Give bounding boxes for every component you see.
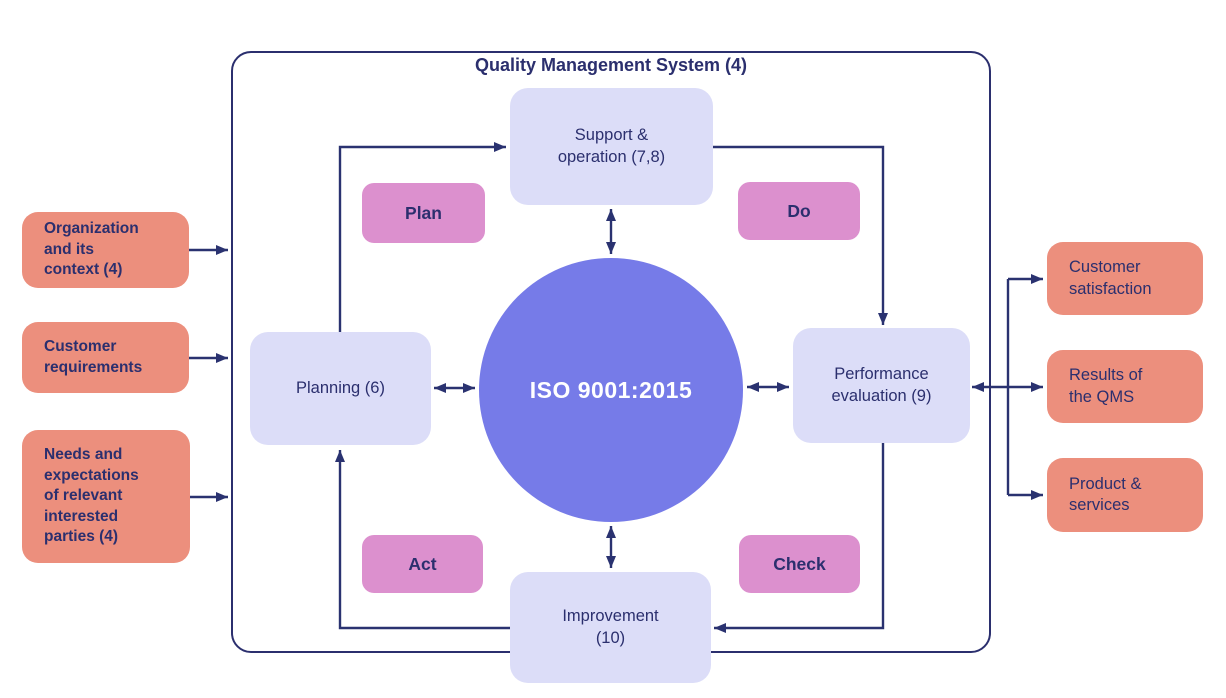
input-interested-parties: Needs and expectations of relevant inter… bbox=[22, 430, 190, 563]
input-customer-requirements: Customer requirements bbox=[22, 322, 189, 393]
arrow-performance-to-improvement bbox=[714, 443, 885, 633]
node-improvement: Improvement (10) bbox=[510, 572, 711, 683]
arrow-improvement-to-planning bbox=[335, 450, 510, 630]
iso-hub-label: ISO 9001:2015 bbox=[529, 376, 693, 403]
iso-hub-circle: ISO 9001:2015 bbox=[479, 258, 743, 522]
output-product-services: Product & services bbox=[1047, 458, 1203, 532]
pdca-check-label: Check bbox=[739, 535, 860, 593]
node-planning: Planning (6) bbox=[250, 332, 431, 445]
pdca-act-label: Act bbox=[362, 535, 483, 593]
pdca-plan-label: Plan bbox=[362, 183, 485, 243]
node-performance-evaluation: Performance evaluation (9) bbox=[793, 328, 970, 443]
pdca-do-label: Do bbox=[738, 182, 860, 240]
arrow-support-to-performance bbox=[713, 145, 888, 325]
input-organization-context: Organization and its context (4) bbox=[22, 212, 189, 288]
output-customer-satisfaction: Customer satisfaction bbox=[1047, 242, 1203, 315]
node-support-operation: Support & operation (7,8) bbox=[510, 88, 713, 205]
arrow-planning-to-support bbox=[338, 142, 506, 332]
diagram-title: Quality Management System (4) bbox=[474, 55, 748, 75]
output-results-qms: Results of the QMS bbox=[1047, 350, 1203, 423]
